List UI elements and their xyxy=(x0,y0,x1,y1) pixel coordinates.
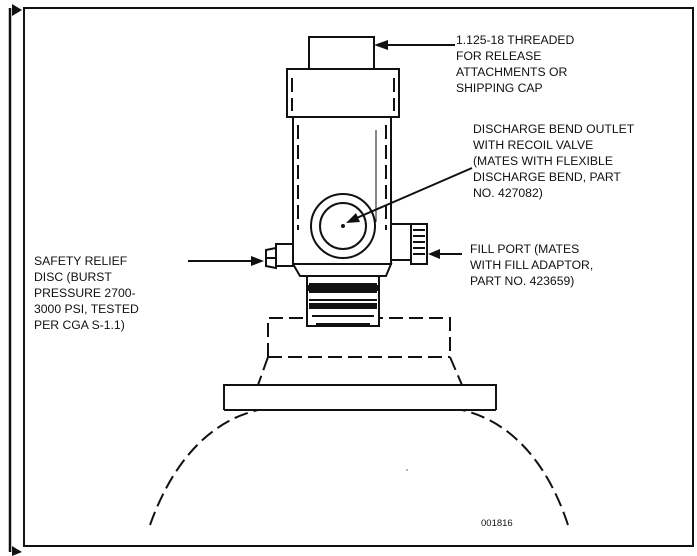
fill-port xyxy=(390,223,428,265)
callout-thread: 1.125-18 THREADED FOR RELEASE ATTACHMENT… xyxy=(456,33,578,95)
callout-fill-port: FILL PORT (MATES WITH FILL ADAPTOR, PART… xyxy=(470,242,597,288)
callout-discharge: DISCHARGE BEND OUTLET WITH RECOIL VALVE … xyxy=(473,122,637,200)
figure-frame xyxy=(23,7,694,547)
leader-fill-port xyxy=(428,249,462,259)
discharge-outlet xyxy=(310,193,376,259)
leader-discharge xyxy=(346,167,473,223)
leader-thread xyxy=(374,40,455,50)
leader-safety-relief xyxy=(188,256,264,266)
safety-relief-disc xyxy=(265,243,294,270)
cylinder xyxy=(149,317,569,526)
callout-safety-relief: SAFETY RELIEF DISC (BURST PRESSURE 2700-… xyxy=(34,254,142,332)
valve-body xyxy=(286,36,400,327)
margin-marker xyxy=(8,4,22,556)
figure-code: 001816 xyxy=(481,518,513,529)
